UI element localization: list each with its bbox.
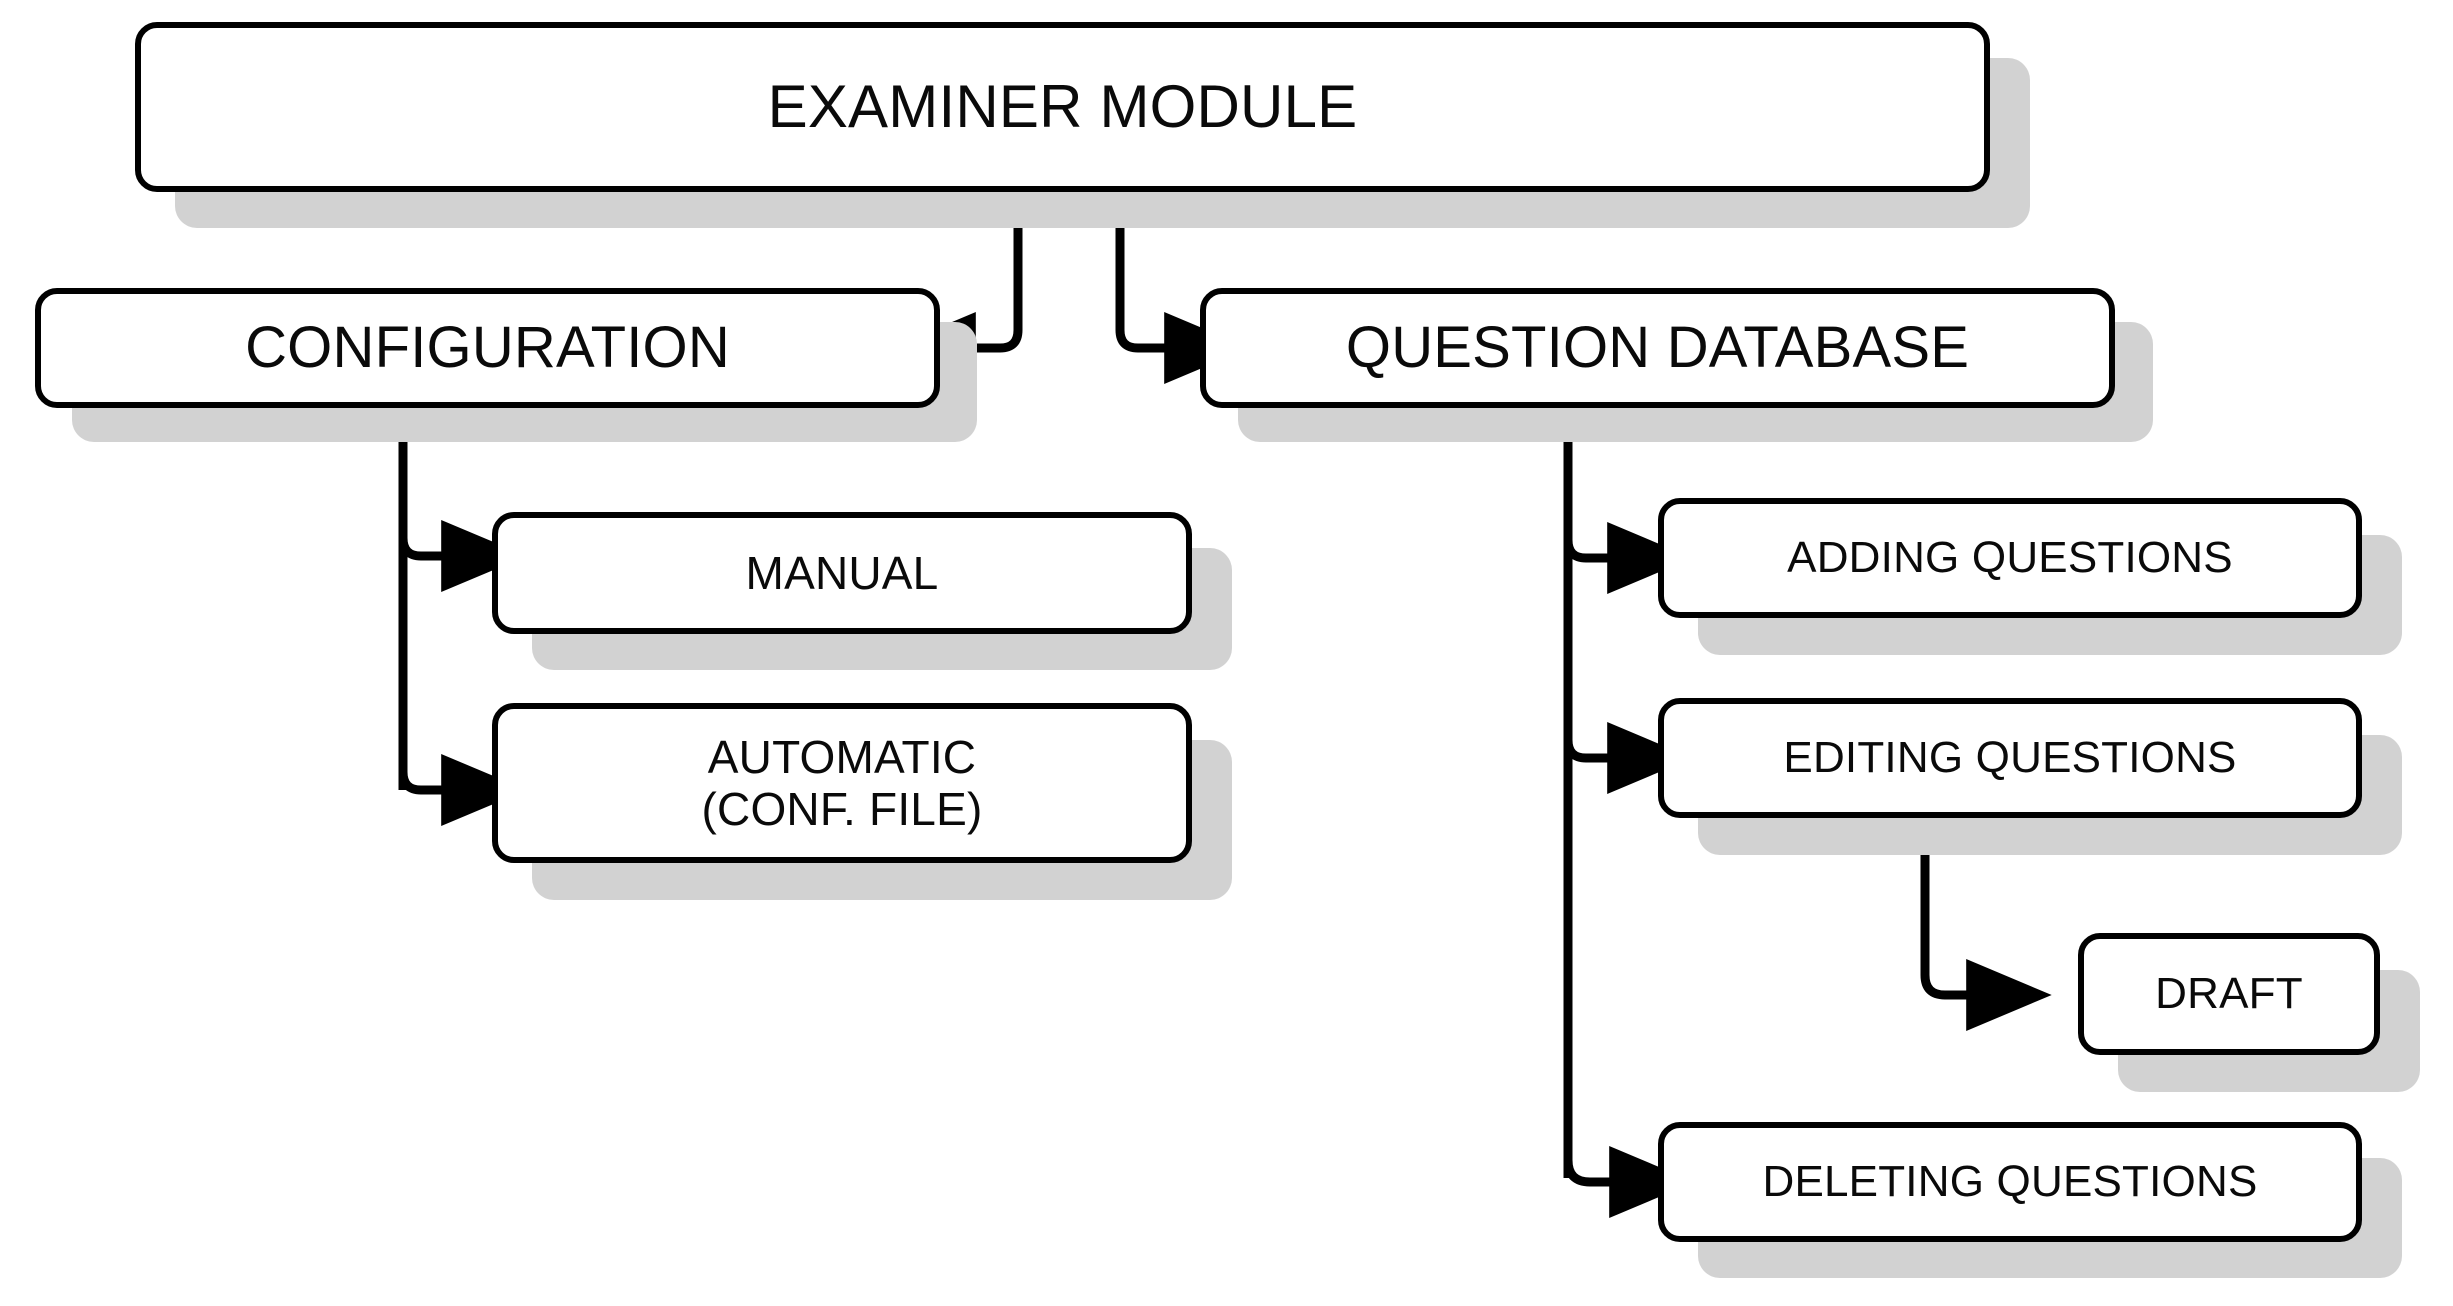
node-automatic-label: AUTOMATIC (CONF. FILE)	[701, 730, 983, 835]
node-deleting-questions-label: DELETING QUESTIONS	[1762, 1156, 2258, 1206]
edge-configuration-to-automatic	[398, 754, 527, 826]
node-draft-label: DRAFT	[2155, 968, 2303, 1018]
node-manual-label: MANUAL	[745, 546, 939, 599]
node-deleting-questions[interactable]: DELETING QUESTIONS	[1658, 1122, 2362, 1242]
edge-question-database-to-editing	[1563, 722, 1693, 794]
node-examiner-module-label: EXAMINER MODULE	[767, 72, 1358, 140]
node-adding-questions[interactable]: ADDING QUESTIONS	[1658, 498, 2362, 618]
node-configuration[interactable]: CONFIGURATION	[35, 288, 940, 408]
node-automatic[interactable]: AUTOMATIC (CONF. FILE)	[492, 703, 1192, 863]
edge-configuration-to-manual	[398, 520, 527, 592]
edge-question-database-to-adding	[1563, 522, 1693, 594]
node-draft[interactable]: DRAFT	[2078, 933, 2380, 1055]
node-editing-questions-label: EDITING QUESTIONS	[1783, 732, 2237, 782]
node-editing-questions[interactable]: EDITING QUESTIONS	[1658, 698, 2362, 818]
node-configuration-label: CONFIGURATION	[245, 314, 730, 380]
edge-question-database-to-deleting	[1563, 1146, 1695, 1218]
node-question-database[interactable]: QUESTION DATABASE	[1200, 288, 2115, 408]
node-adding-questions-label: ADDING QUESTIONS	[1787, 532, 2233, 582]
node-examiner-module[interactable]: EXAMINER MODULE	[135, 22, 1990, 192]
node-manual[interactable]: MANUAL	[492, 512, 1192, 634]
node-question-database-label: QUESTION DATABASE	[1345, 314, 1970, 380]
